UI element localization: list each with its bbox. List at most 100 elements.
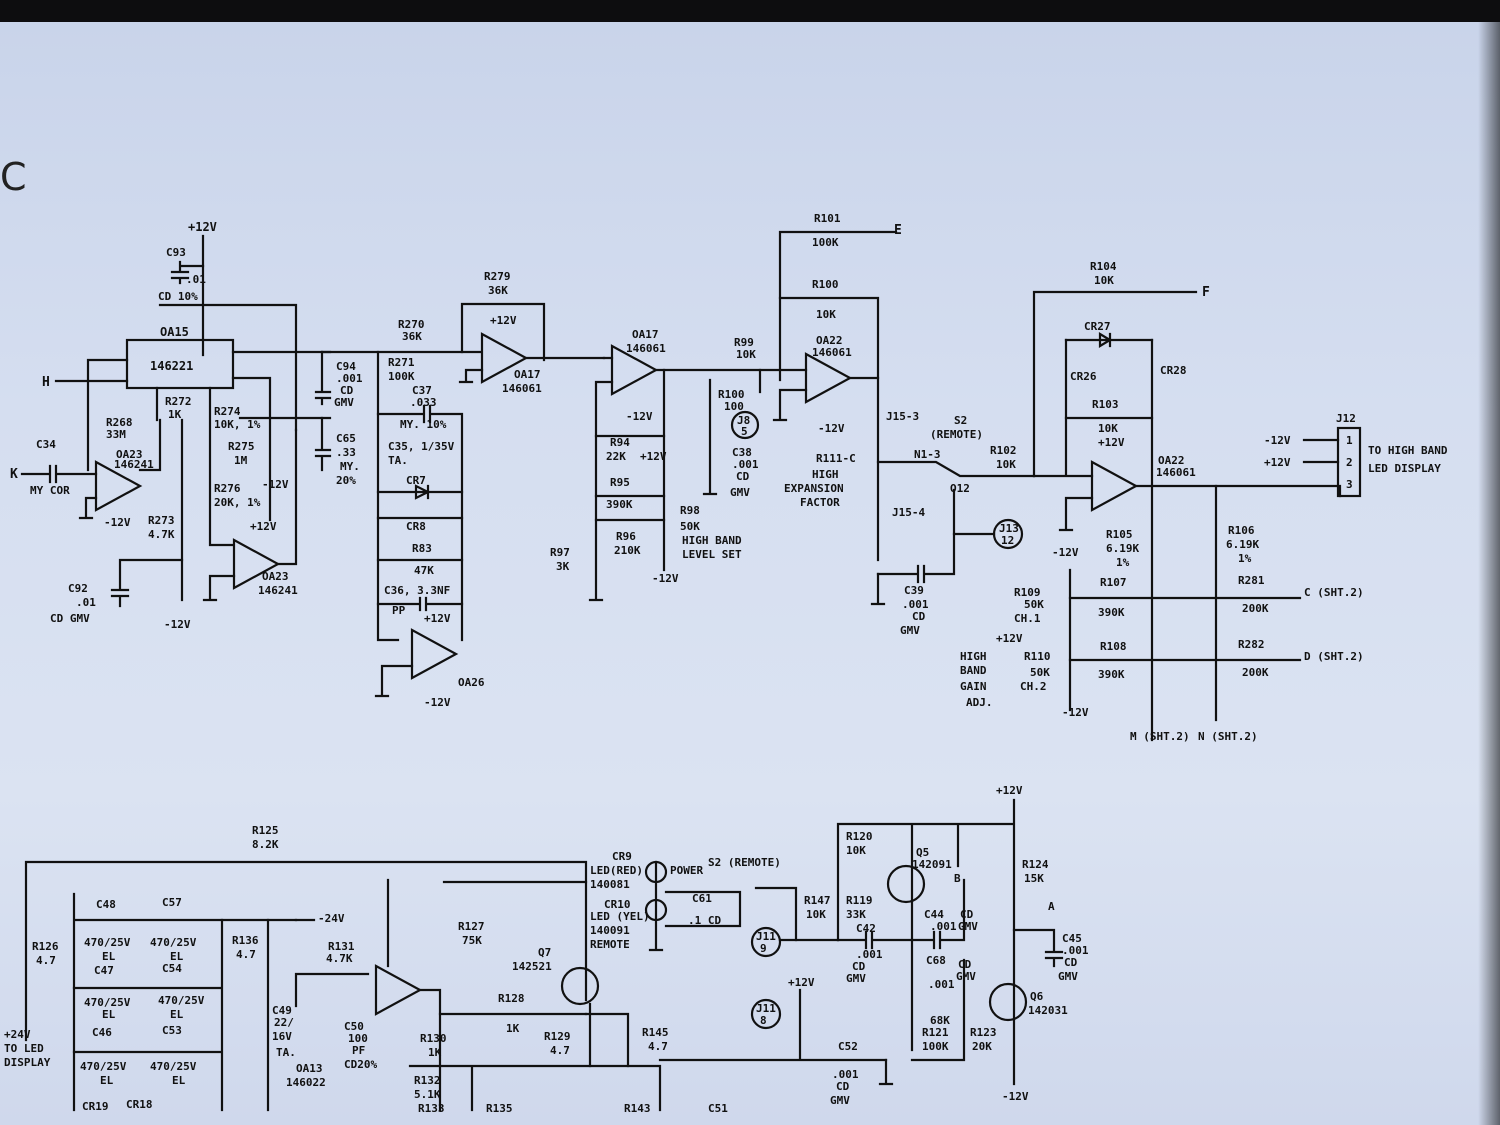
c34-type: MY COR [30,484,70,497]
c57-label: C57 [162,896,182,909]
cr10-desc2: 140091 [590,924,630,937]
o12-label: O12 [950,482,970,495]
c46-label: C46 [92,1026,112,1039]
r124-label: R124 [1022,858,1049,871]
q7-transistor [560,966,600,1006]
cr18-label: CR18 [126,1098,153,1111]
r103-label: R103 [1092,398,1119,411]
r147-label: R147 [804,894,831,907]
r136-value: 4.7 [236,948,256,961]
d-output: D (SHT.2) [1304,650,1364,663]
c68-value: .001 [928,978,955,991]
q5-label: Q5 [916,846,929,859]
r108-value: 390K [1098,668,1125,681]
c93-value: .01 [186,273,206,286]
c68-label: C68 [926,954,946,967]
oa22-a-opamp [804,352,852,404]
f-output: F [1202,285,1210,300]
c65-label: C65 [336,432,356,445]
oa17-a-part: 146061 [502,382,542,395]
r99-label: R99 [734,336,754,349]
c51-label: C51 [708,1102,728,1115]
r131-label: R131 [328,940,355,953]
hb-minus12: -12V [1062,706,1089,719]
r129-label: R129 [544,1030,571,1043]
c39-label: C39 [904,584,924,597]
oa22-a-minus12: -12V [818,422,845,435]
oa15-plus12: +12V [188,220,217,234]
c49-value: 22/ [274,1016,294,1029]
oa22-a-label: OA22 [816,334,843,347]
oa26-opamp [410,628,458,680]
c57-value: 470/25V [150,936,197,949]
screen-bezel [1478,22,1500,1125]
c92-value: .01 [76,596,96,609]
s2b-label: S2 (REMOTE) [708,856,781,869]
c42-value: .001 [856,948,883,961]
j11-8-num: 8 [760,1014,767,1027]
r111-desc1: HIGH [812,468,839,481]
c47-value: 470/25V [84,996,131,1009]
oa23-b-plus12: +12V [250,520,277,533]
hb-plus12: +12V [996,632,1023,645]
r111-desc2: EXPANSION [784,482,844,495]
c54-type: EL [170,1008,184,1021]
hb1-label: HIGH [960,650,987,663]
r83-label: R83 [412,542,432,555]
r95-label: R95 [610,476,630,489]
r274-label: R274 [214,405,241,418]
led-display-line1: TO HIGH BAND [1368,444,1448,457]
r124-value: 15K [1024,872,1044,885]
oa15-part: 146221 [150,359,193,373]
r96-label: R96 [616,530,636,543]
r127-label: R127 [458,920,485,933]
c94-label: C94 [336,360,356,373]
oa15-block: +12V C93 .01 CD 10% OA15 146221 H R272 1… [10,220,332,631]
j12-p2: 2 [1346,456,1353,469]
j8-connector [730,410,760,440]
q7-part: 142521 [512,960,552,973]
oa13-opamp [374,964,422,1016]
cr26-label: CR26 [1070,370,1097,383]
oa23-a-minus12: -12V [104,516,131,529]
led-display-line2: LED DISPLAY [1368,462,1441,475]
oa22-b-stage: R104 10K F CR27 CR26 CR28 R103 10K +12V … [960,260,1448,743]
c49-type: TA. [276,1046,296,1059]
r96-minus12: -12V [652,572,679,585]
oa23-top-part: 146241 [114,458,154,471]
c53-value: 470/25V [150,1060,197,1073]
c42-type: CD [852,960,866,973]
c50-value: 100 [348,1032,368,1045]
r98-value: 50K [680,520,700,533]
c50-type: PF [352,1044,365,1057]
j15-4-label: J15-4 [892,506,925,519]
c61-label: C61 [692,892,712,905]
q5-part: 142091 [912,858,952,871]
cr7-label: CR7 [406,474,426,487]
c39-type2: GMV [900,624,920,637]
cr28-label: CR28 [1160,364,1187,377]
r282-label: R282 [1238,638,1265,651]
r100-label: R100 [718,388,745,401]
r123-value: 20K [972,1040,992,1053]
h-input: H [42,375,50,390]
r143-label: R143 [624,1102,651,1115]
oa17-a-label: OA17 [514,368,541,381]
n-sheet-ref: N (SHT.2) [1198,730,1258,743]
oa23-top-label: OA23 [116,448,143,461]
c-output: C (SHT.2) [1304,586,1364,599]
r145-label: R145 [642,1026,669,1039]
q6-label: Q6 [1030,990,1044,1003]
c47-label: C47 [94,964,114,977]
c46-value: 470/25V [80,1060,127,1073]
r120-label: R120 [846,830,873,843]
oa17-stages: R279 36K +12V OA17 146061 OA17 146061 -1… [458,270,762,602]
m-sheet-ref: M (SHT.2) [1130,730,1190,743]
oa23-b-label: OA23 [262,570,289,583]
r130-label: R130 [420,1032,447,1045]
r106-value: 6.19K [1226,538,1259,551]
r129-value: 4.7 [550,1044,570,1057]
r130-value: 1K [428,1046,442,1059]
r271-label: R271 [388,356,415,369]
r128-value: 1K [506,1022,520,1035]
